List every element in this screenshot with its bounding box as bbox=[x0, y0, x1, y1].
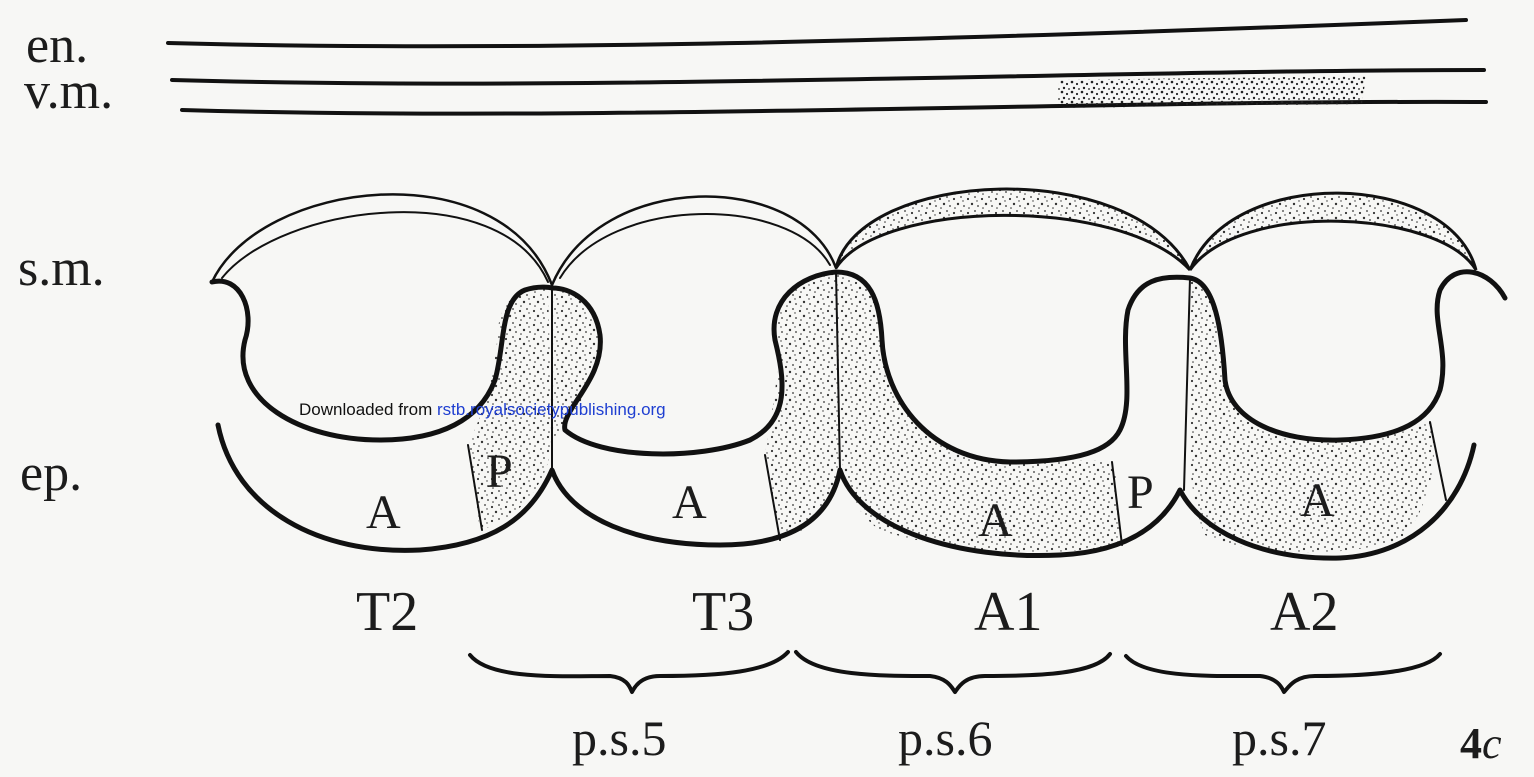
parasegment-label-6: p.s.6 bbox=[898, 710, 992, 766]
somatic-mesoderm-dome-a2 bbox=[1190, 193, 1476, 270]
somatic-mesoderm-dome-t3 bbox=[552, 196, 836, 285]
segment-label-a1: A1 bbox=[974, 581, 1042, 643]
visceral-mesoderm-stippled-patch bbox=[1058, 76, 1366, 108]
parasegment-label-7: p.s.7 bbox=[1232, 710, 1326, 766]
brace-ps5 bbox=[470, 652, 788, 692]
segment-label-t3: T3 bbox=[692, 581, 754, 643]
compartment-p-a1: P bbox=[1127, 466, 1154, 519]
label-epidermis: ep. bbox=[20, 445, 82, 502]
label-somatic-mesoderm: s.m. bbox=[18, 240, 105, 297]
compartment-a-t2: A bbox=[366, 486, 401, 539]
watermark-prefix: Downloaded from bbox=[299, 400, 437, 419]
segment-label-t2: T2 bbox=[356, 581, 418, 643]
somatic-mesoderm-dome-a1 bbox=[836, 189, 1190, 270]
compartment-a-a2: A bbox=[1300, 474, 1335, 527]
endoderm-line bbox=[168, 20, 1466, 46]
compartment-p-t2: P bbox=[486, 445, 513, 498]
watermark-link[interactable]: rstb.royalsocietypublishing.org bbox=[437, 400, 666, 419]
boundary-ps6-ps7 bbox=[1184, 278, 1190, 490]
somatic-mesoderm-dome-t2 bbox=[212, 194, 552, 285]
label-visceral-mesoderm: v.m. bbox=[24, 63, 113, 120]
brace-ps7 bbox=[1126, 654, 1440, 692]
figure-number: 4c bbox=[1460, 719, 1502, 768]
download-watermark: Downloaded from rstb.royalsocietypublish… bbox=[299, 400, 666, 420]
compartment-a-a1: A bbox=[978, 494, 1013, 547]
brace-ps6 bbox=[796, 652, 1110, 692]
compartment-a-t3: A bbox=[672, 476, 707, 529]
parasegment-label-5: p.s.5 bbox=[572, 710, 666, 766]
somatic-mesoderm-dome-t3-inner bbox=[560, 214, 830, 278]
segment-label-a2: A2 bbox=[1270, 581, 1338, 643]
figure-letter: c bbox=[1482, 719, 1502, 768]
